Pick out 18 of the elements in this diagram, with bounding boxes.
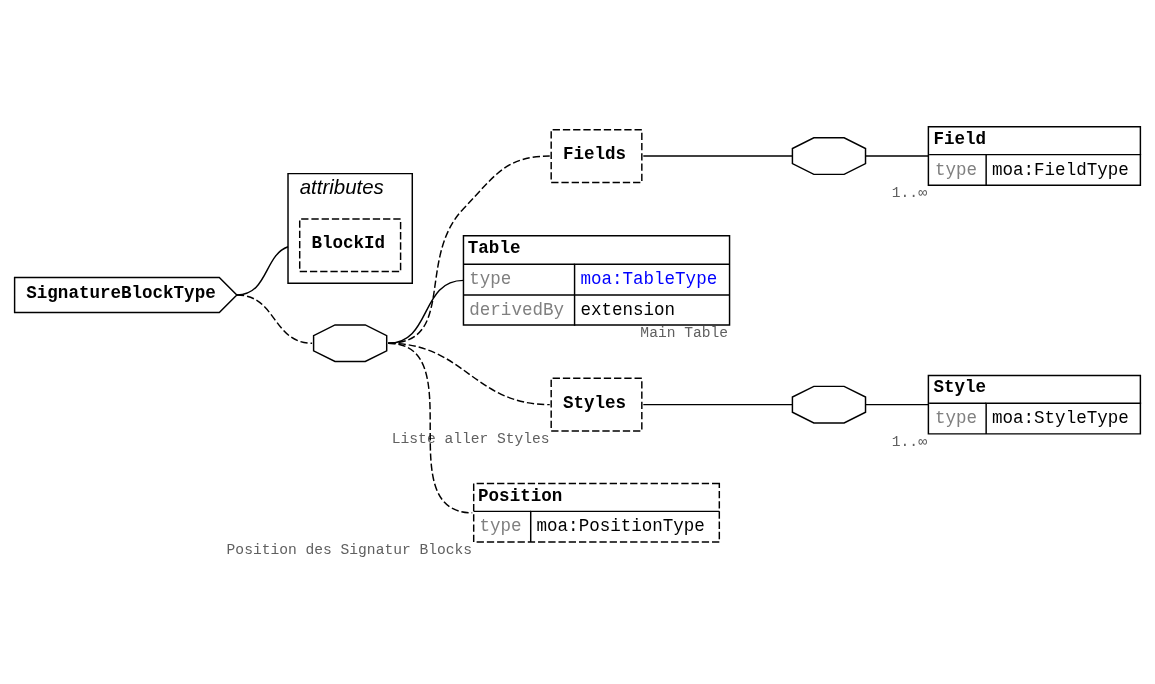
node-label: 1..∞ [891, 433, 927, 450]
connector [642, 403, 794, 405]
node-octagon [312, 323, 388, 362]
node-label: 1..∞ [891, 184, 927, 201]
node-octagon [791, 385, 867, 424]
node-label: Main Table [640, 324, 729, 341]
node-octagon [791, 136, 867, 175]
connector [387, 279, 465, 344]
connector [864, 403, 930, 405]
node-box: Fields [550, 128, 643, 183]
connector [236, 293, 313, 344]
node-box: Styles [550, 377, 643, 432]
node-label: Liste aller Styles [391, 430, 550, 447]
connector [387, 154, 551, 344]
connector [642, 154, 794, 157]
node-label: Position des Signatur Blocks [226, 541, 473, 558]
node-box: BlockId [298, 217, 402, 272]
connector [864, 154, 930, 157]
